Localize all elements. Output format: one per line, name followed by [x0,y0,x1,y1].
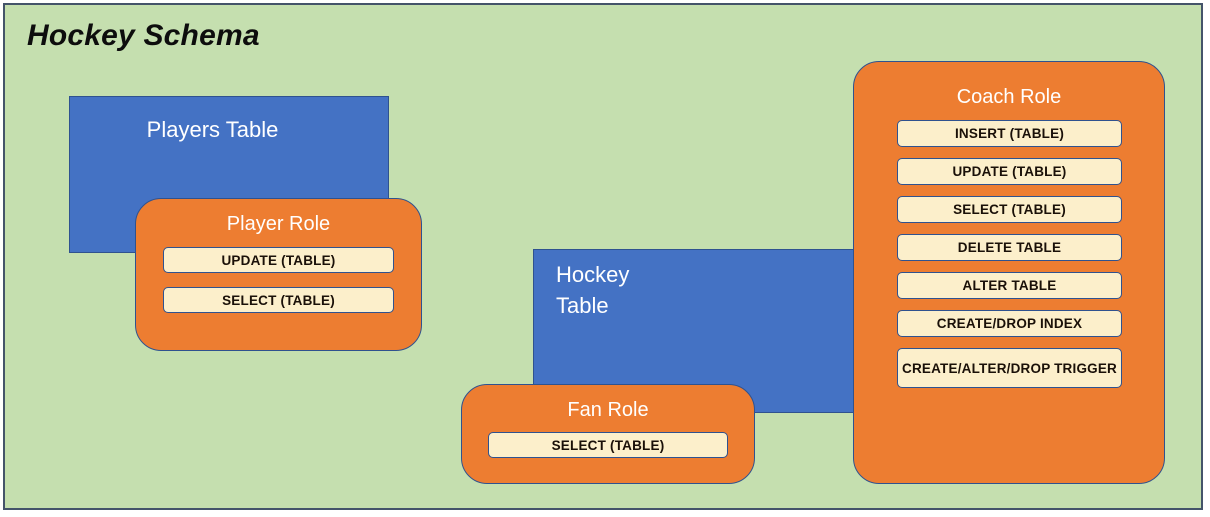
privilege-item[interactable]: SELECT (TABLE) [163,287,394,313]
role-fan-privilege-list: SELECT (TABLE) [488,432,728,468]
role-player[interactable]: Player Role UPDATE (TABLE) SELECT (TABLE… [135,198,422,351]
table-players-label: Players Table [146,117,279,142]
privilege-item[interactable]: CREATE/DROP INDEX [897,310,1122,337]
diagram-canvas: Hockey Schema Players Table Hockey Table… [3,3,1203,510]
privilege-item[interactable]: SELECT (TABLE) [897,196,1122,223]
privilege-item[interactable]: CREATE/ALTER/DROP TRIGGER [897,348,1122,388]
role-player-title: Player Role [226,213,331,235]
privilege-item[interactable]: UPDATE (TABLE) [897,158,1122,185]
role-fan[interactable]: Fan Role SELECT (TABLE) [461,384,755,484]
privilege-item[interactable]: INSERT (TABLE) [897,120,1122,147]
privilege-item[interactable]: UPDATE (TABLE) [163,247,394,273]
page-title: Hockey Schema [27,19,260,52]
privilege-item[interactable]: ALTER TABLE [897,272,1122,299]
role-coach[interactable]: Coach Role INSERT (TABLE) UPDATE (TABLE)… [853,61,1165,484]
role-coach-title: Coach Role [956,86,1062,108]
role-coach-privilege-list: INSERT (TABLE) UPDATE (TABLE) SELECT (TA… [897,120,1122,399]
role-fan-title: Fan Role [567,399,649,421]
privilege-item[interactable]: DELETE TABLE [897,234,1122,261]
privilege-item[interactable]: SELECT (TABLE) [488,432,728,458]
role-player-privilege-list: UPDATE (TABLE) SELECT (TABLE) [163,247,394,327]
table-hockey-label: Hockey Table [556,262,630,318]
